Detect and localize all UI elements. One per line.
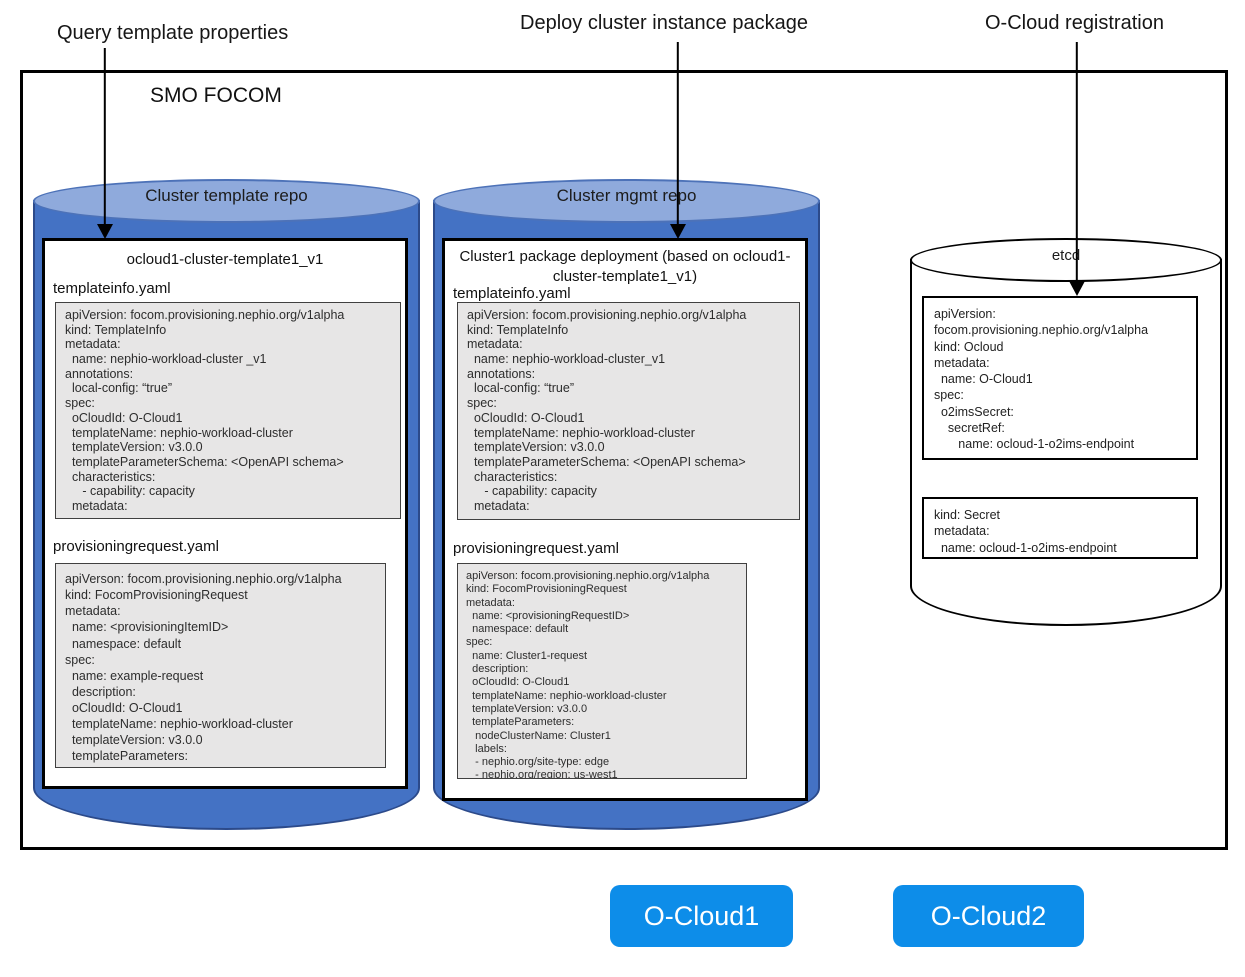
annotation-ocloud-registration: O-Cloud registration: [985, 12, 1164, 34]
provisioningrequest-yaml-content: apiVerson: focom.provisioning.nephio.org…: [55, 563, 386, 768]
cylinder-top-ellipse: [433, 179, 820, 223]
cluster-mgmt-repo-label: Cluster mgmt repo: [556, 186, 697, 205]
templateinfo-yaml-filename: templateinfo.yaml: [453, 285, 571, 302]
templateinfo-yaml-filename: templateinfo.yaml: [53, 280, 171, 297]
etcd-ocloud-record: apiVersion: focom.provisioning.nephio.or…: [922, 296, 1198, 460]
annotation-deploy-cluster-instance-package: Deploy cluster instance package: [520, 12, 808, 34]
provisioningrequest-yaml-filename: provisioningrequest.yaml: [453, 540, 619, 557]
cluster-template-repo-label: Cluster template repo: [145, 186, 308, 205]
ocloud1-button[interactable]: O-Cloud1: [610, 885, 793, 947]
provisioningrequest-yaml-filename: provisioningrequest.yaml: [53, 538, 219, 555]
templateinfo-yaml-content: apiVersion: focom.provisioning.nephio.or…: [457, 302, 800, 520]
annotation-query-template-properties: Query template properties: [57, 22, 289, 44]
cylinder-top-ellipse: [910, 238, 1222, 282]
provisioningrequest-yaml-content: apiVerson: focom.provisioning.nephio.org…: [457, 563, 747, 779]
smo-focom-title: SMO FOCOM: [150, 84, 282, 107]
ocloud2-button[interactable]: O-Cloud2: [893, 885, 1084, 947]
mgmt-package-box: Cluster1 package deployment (based on oc…: [442, 238, 808, 801]
arrow-deploy-to-mgmt-repo: [670, 42, 686, 239]
templateinfo-yaml-content: apiVersion: focom.provisioning.nephio.or…: [55, 302, 401, 519]
template-package-box: ocloud1-cluster-template1_v1 templateinf…: [42, 238, 408, 789]
cylinder-top-ellipse: [33, 179, 420, 223]
etcd-secret-record: kind: Secret metadata: name: ocloud-1-o2…: [922, 497, 1198, 559]
arrow-query-to-template-repo: [97, 48, 113, 239]
mgmt-package-title: Cluster1 package deployment (based on oc…: [459, 248, 791, 286]
template-package-title: ocloud1-cluster-template1_v1: [126, 251, 324, 268]
arrow-registration-to-etcd: [1069, 42, 1085, 296]
etcd-label: etcd: [1051, 247, 1081, 264]
